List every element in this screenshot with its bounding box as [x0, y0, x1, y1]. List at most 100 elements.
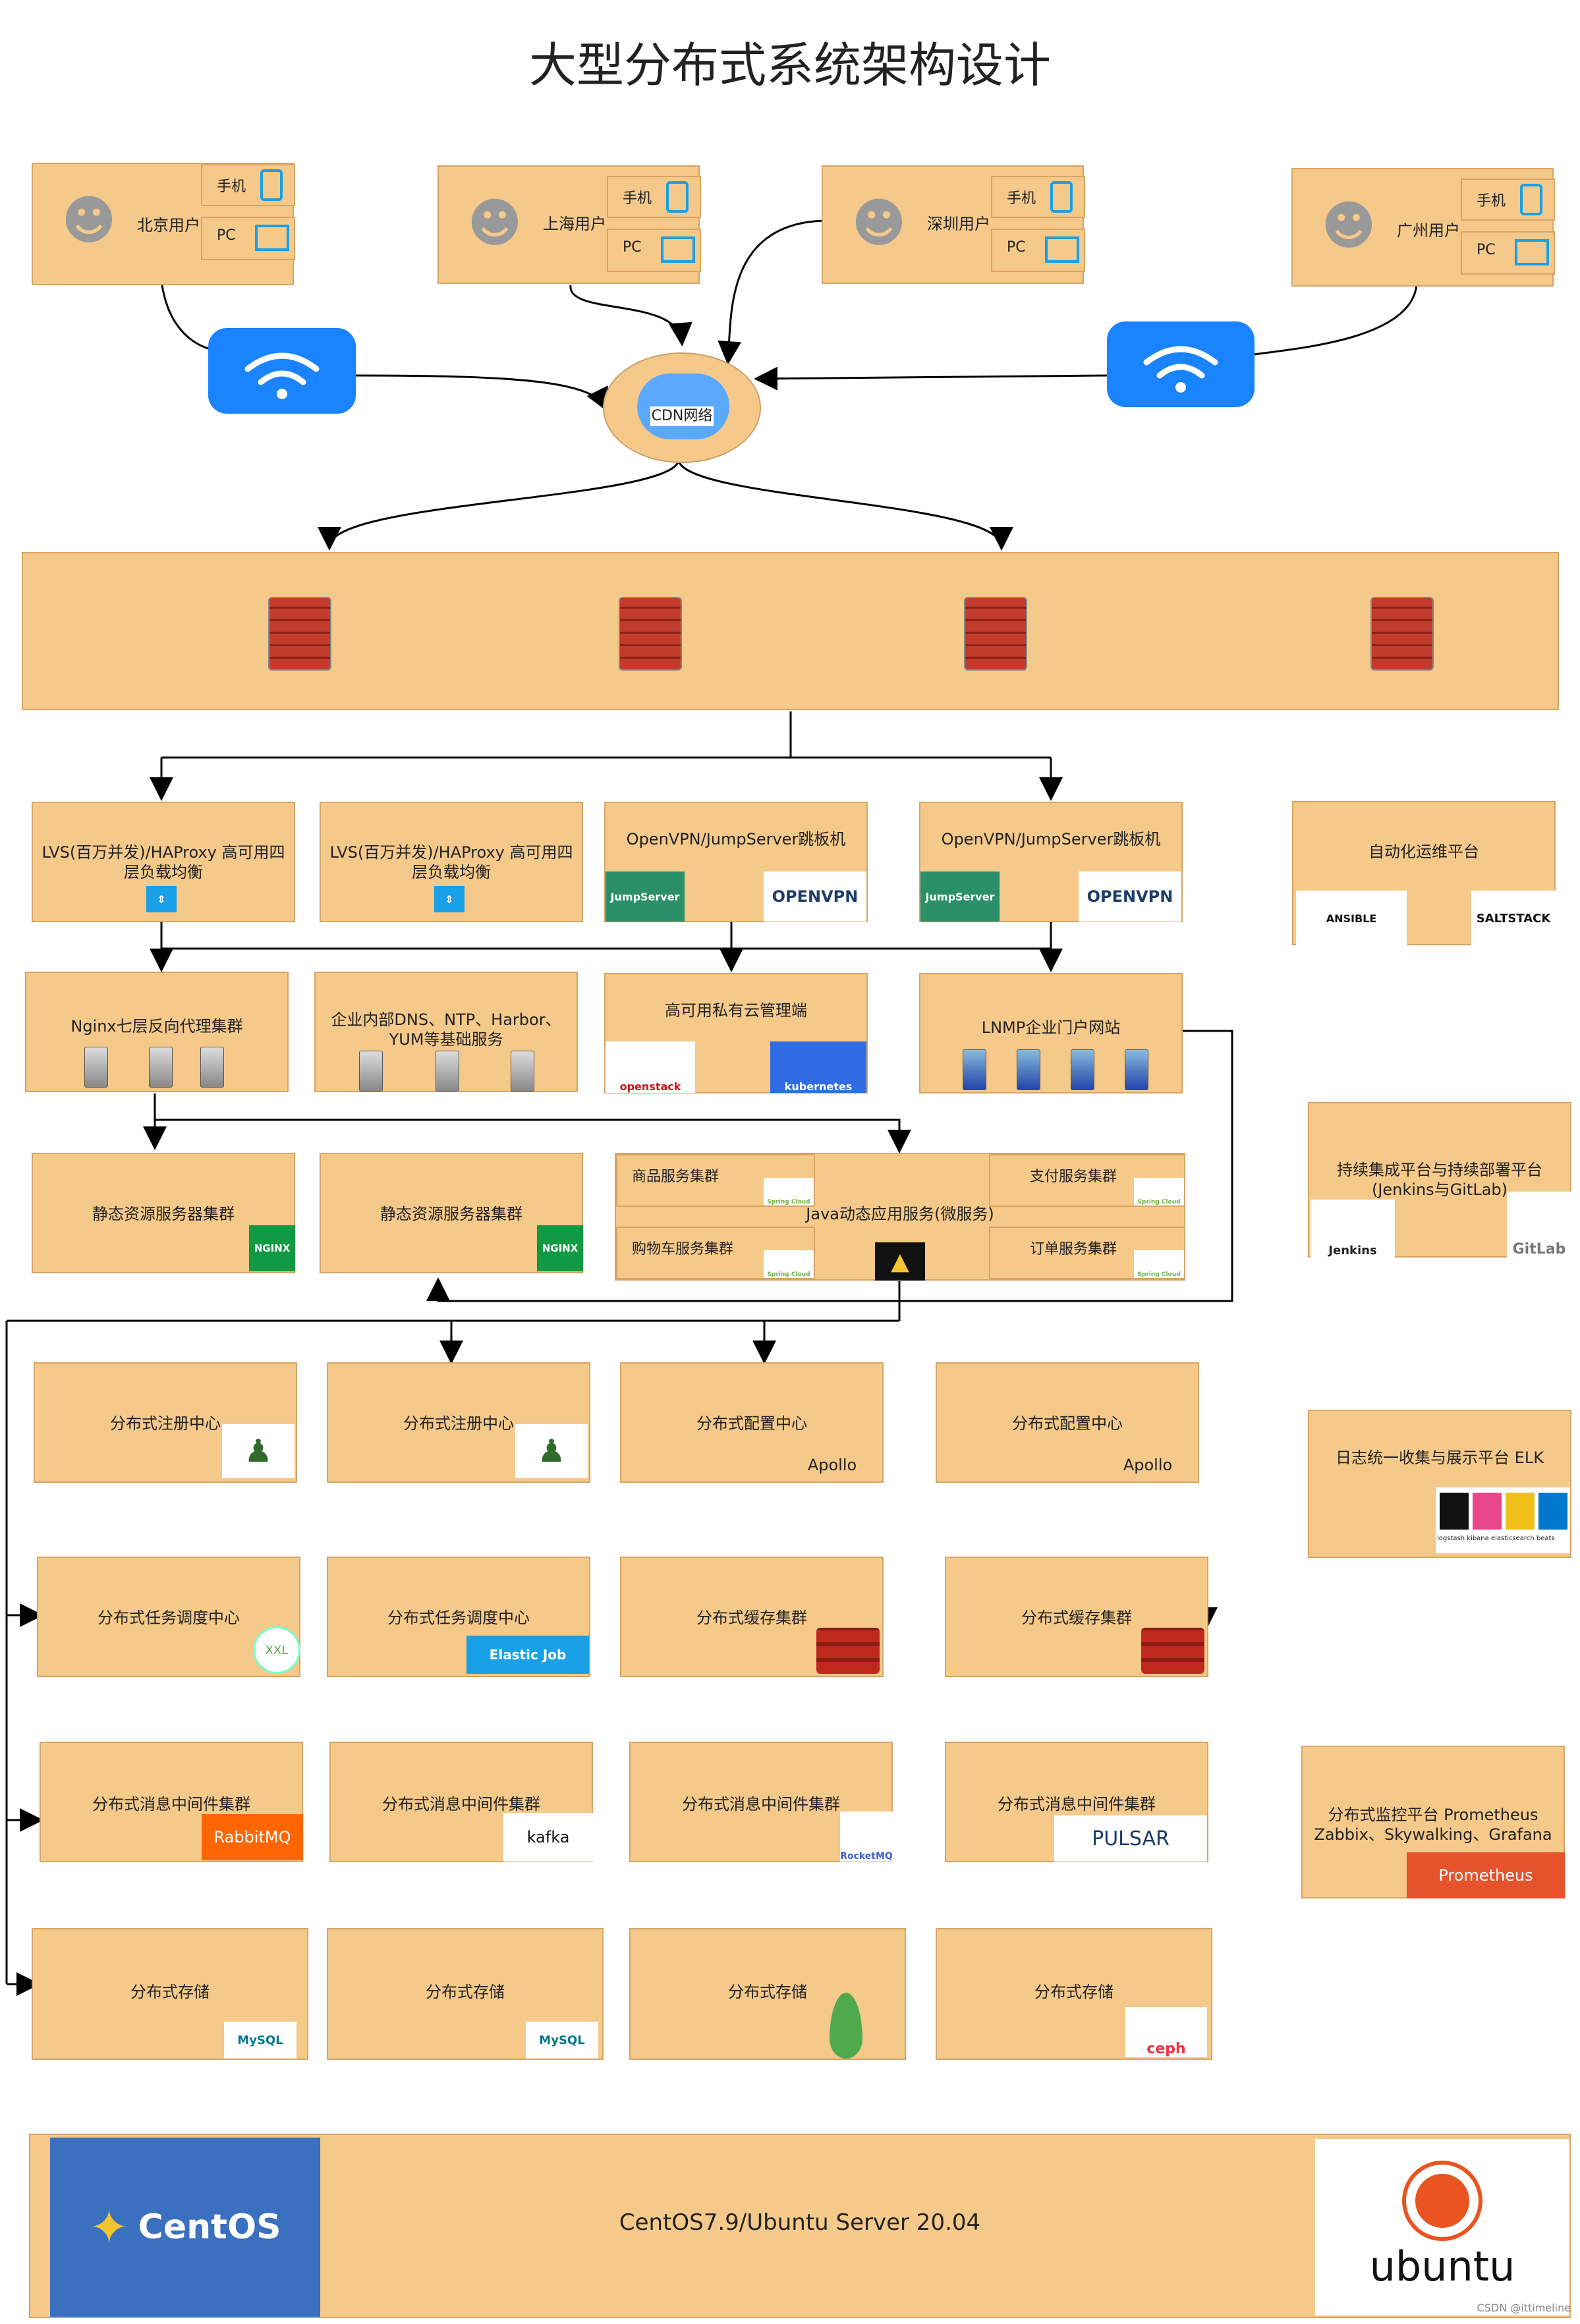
elk-part: kibana — [1467, 1535, 1489, 1542]
spring-cloud-logo: Spring Cloud — [764, 1250, 814, 1278]
cdn-node: CDN网络 — [603, 352, 761, 463]
mq-label: 分布式消息中间件集群 — [998, 1795, 1156, 1813]
pc-box: PC — [991, 229, 1085, 272]
cache-label: 分布式缓存集群 — [1021, 1609, 1132, 1627]
elk-part: beats — [1536, 1535, 1555, 1542]
ubuntu-label: ubuntu — [1369, 2242, 1515, 2290]
rabbitmq-logo: RabbitMQ — [202, 1814, 303, 1860]
switch-icon: ⇕ — [434, 886, 465, 912]
firewall-layer — [22, 552, 1559, 710]
cache-box-2: 分布式缓存集群 — [945, 1557, 1208, 1677]
user-group-beijing: ☻ 北京用户 手机 PC — [32, 163, 295, 285]
mq-label: 分布式消息中间件集群 — [92, 1795, 250, 1813]
storage-label: 分布式存储 — [1034, 1983, 1114, 2001]
task-label: 分布式任务调度中心 — [98, 1609, 240, 1627]
openstack-logo: openstack — [606, 1041, 695, 1093]
prometheus-logo: Prometheus — [1407, 1852, 1565, 1898]
users-icon: ☻ — [1321, 194, 1376, 256]
static-label: 静态资源服务器集群 — [380, 1205, 522, 1223]
server-icon — [149, 1047, 173, 1088]
spring-cloud-logo: Spring Cloud — [1134, 1250, 1184, 1278]
switch-icon: ⇕ — [146, 886, 177, 912]
lnmp-label: LNMP企业门户网站 — [981, 1018, 1121, 1037]
registry-box-2: 分布式注册中心 ♟ — [327, 1362, 590, 1483]
gitlab-logo: GitLab — [1507, 1192, 1571, 1258]
eureka-icon: ♟ — [515, 1424, 588, 1478]
mysql-logo: MySQL — [224, 2022, 296, 2059]
mq-label: 分布式消息中间件集群 — [382, 1795, 540, 1813]
static-box-2: 静态资源服务器集群 NGINX — [320, 1153, 583, 1273]
nginx-logo: NGINX — [249, 1225, 295, 1271]
users-icon: ☻ — [467, 192, 522, 254]
monitor-icon — [255, 225, 289, 251]
cicd-box: 持续集成平台与持续部署平台(Jenkins与GitLab) Jenkins Gi… — [1308, 1102, 1571, 1258]
spring-cloud-logo: Spring Cloud — [764, 1178, 814, 1205]
pc-label: PC — [217, 227, 236, 244]
elk-part: elasticsearch — [1490, 1535, 1535, 1542]
order-label: 订单服务集群 — [1030, 1241, 1117, 1258]
cart-label: 购物车服务集群 — [632, 1241, 734, 1258]
nginx-cluster-box: Nginx七层反向代理集群 — [25, 972, 289, 1092]
cicd-label: 持续集成平台与持续部署平台(Jenkins与GitLab) — [1337, 1161, 1542, 1199]
web-server-icon — [963, 1049, 986, 1090]
cloud-label: 高可用私有云管理端 — [665, 1001, 807, 1020]
eureka-icon: ♟ — [222, 1424, 295, 1478]
lb-label: LVS(百万并发)/HAProxy 高可用四层负载均衡 — [42, 843, 285, 881]
jumpserver-logo: JumpServer — [606, 872, 685, 922]
pc-label: PC — [1007, 239, 1026, 256]
phone-box: 手机 — [991, 176, 1085, 218]
ceph-logo: ceph — [1125, 2007, 1207, 2057]
user-label: 广州用户 — [1397, 221, 1460, 240]
config-label: 分布式配置中心 — [1012, 1414, 1123, 1433]
mysql-logo: MySQL — [526, 2022, 598, 2059]
server-icon — [436, 1051, 459, 1092]
vpn-box-2: OpenVPN/JumpServer跳板机 JumpServer OPENVPN — [919, 802, 1183, 922]
elastic-job-logo: Elastic Job — [466, 1636, 589, 1674]
phone-icon — [260, 169, 283, 201]
mq-box-3: 分布式消息中间件集群 RocketMQ — [629, 1742, 893, 1862]
elk-label: 日志统一收集与展示平台 ELK — [1336, 1449, 1544, 1467]
web-server-icon — [1125, 1049, 1148, 1090]
users-icon: ☻ — [61, 189, 117, 251]
monitor-line2: Zabbix、Skywalking、Grafana — [1314, 1825, 1552, 1844]
jenkins-logo: Jenkins — [1311, 1200, 1395, 1258]
auto-ops-label: 自动化运维平台 — [1368, 843, 1479, 861]
users-icon: ☻ — [851, 192, 907, 254]
monitor-icon — [1515, 239, 1549, 265]
pc-box: PC — [1461, 231, 1555, 275]
firewall-icon — [268, 597, 331, 671]
storage-label: 分布式存储 — [130, 1983, 210, 2001]
elk-logo: logstash kibana elasticsearch beats — [1436, 1487, 1570, 1553]
phone-label: 手机 — [1007, 190, 1036, 207]
pc-box: PC — [607, 229, 701, 272]
user-label: 深圳用户 — [927, 215, 990, 233]
user-group-shenzhen: ☻ 深圳用户 手机 PC — [822, 165, 1085, 284]
rocketmq-logo: RocketMQ — [840, 1812, 893, 1862]
server-icon — [359, 1051, 383, 1092]
xxl-logo: XXL — [253, 1626, 300, 1674]
mq-label: 分布式消息中间件集群 — [682, 1795, 840, 1813]
page-title: 大型分布式系统架构设计 — [528, 38, 1051, 93]
auto-ops-box: 自动化运维平台 ANSIBLE SALTSTACK — [1292, 801, 1556, 946]
phone-label: 手机 — [1477, 193, 1506, 209]
registry-label: 分布式注册中心 — [110, 1414, 221, 1433]
kafka-logo: kafka — [503, 1813, 593, 1862]
infra-label: 企业内部DNS、NTP、Harbor、YUM等基础服务 — [331, 1010, 561, 1049]
vpn-label: OpenVPN/JumpServer跳板机 — [941, 830, 1161, 848]
lb-box-1: LVS(百万并发)/HAProxy 高可用四层负载均衡 ⇕ — [32, 802, 295, 922]
order-service: 订单服务集群 Spring Cloud — [989, 1227, 1185, 1279]
ubuntu-icon — [1406, 2164, 1479, 2237]
storage-label: 分布式存储 — [426, 1983, 505, 2001]
os-layer: ✦CentOS CentOS7.9/Ubuntu Server 20.04 ub… — [29, 2134, 1571, 2318]
ansible-logo: ANSIBLE — [1296, 891, 1407, 946]
apollo-logo: Apollo — [807, 1456, 857, 1474]
registry-label: 分布式注册中心 — [403, 1414, 514, 1433]
vpn-label: OpenVPN/JumpServer跳板机 — [626, 830, 846, 848]
os-label: CentOS7.9/Ubuntu Server 20.04 — [619, 2209, 981, 2236]
monitor-icon — [661, 236, 695, 263]
cart-service: 购物车服务集群 Spring Cloud — [616, 1227, 815, 1279]
pc-label: PC — [1477, 242, 1496, 258]
config-label: 分布式配置中心 — [696, 1414, 807, 1433]
